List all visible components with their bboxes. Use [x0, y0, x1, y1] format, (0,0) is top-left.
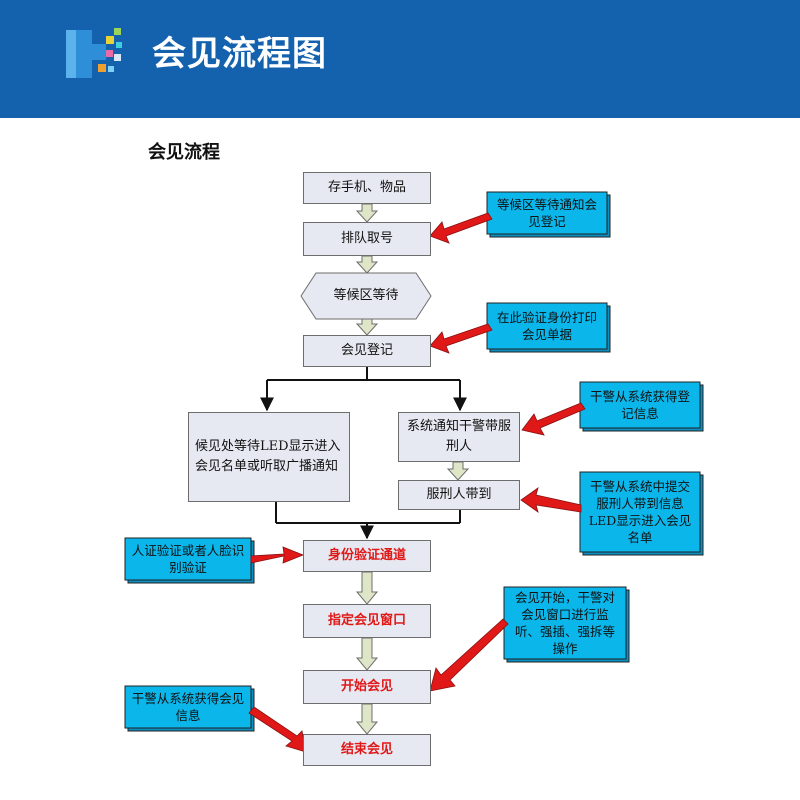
callouts [124, 191, 704, 732]
connector-arrow-1 [355, 203, 379, 223]
callout-police-register-info: 干警从系统获得登记信息 [589, 389, 690, 421]
callout-police-visit-info: 干警从系统获得会见信息 [131, 691, 245, 723]
callout-monitor: 会见开始，干警对会见窗口进行监听、强插、强拆等操作 [514, 590, 615, 656]
step-prisoner-brought: 服刑人带到 [398, 480, 520, 510]
step-notify-police: 系统通知干警带服刑人 [398, 412, 520, 462]
connector-arrow-2 [355, 255, 379, 274]
step-wait-hexagon [300, 272, 432, 320]
callout-wait-notice: 等候区等待通知会见登记 [496, 197, 597, 229]
mosaic-logo-icon [66, 28, 122, 78]
step-queue-number: 排队取号 [303, 222, 431, 256]
connector-arrow-5 [355, 571, 379, 605]
callout-police-submit: 干警从系统中提交服刑人带到信息LED显示进入会见名单 [588, 479, 692, 545]
step-store-phone: 存手机、物品 [303, 172, 431, 204]
header-bar: 会见流程图 [0, 0, 800, 118]
step-start-visit: 开始会见 [303, 670, 431, 704]
red-arrow-6 [429, 618, 509, 692]
step-wait-label: 等候区等待 [333, 288, 399, 303]
connector-arrow-3 [355, 317, 379, 336]
red-arrow-5 [250, 546, 305, 564]
callout-face-verify: 人证验证或者人脸识别验证 [131, 543, 245, 575]
red-arrow-7 [248, 706, 307, 753]
section-title: 会见流程 [148, 142, 220, 163]
step-end-visit: 结束会见 [303, 734, 431, 766]
page-title: 会见流程图 [152, 34, 327, 74]
red-arrow-1 [429, 212, 493, 244]
connector-arrow-4 [446, 461, 470, 481]
step-led-wait: 候见处等待LED显示进入会见名单或听取广播通知 [188, 412, 350, 502]
callout-verify-print: 在此验证身份打印会见单据 [496, 310, 597, 342]
step-identity-verify: 身份验证通道 [303, 540, 431, 572]
red-arrow-4 [520, 487, 582, 513]
step-register: 会见登记 [303, 335, 431, 367]
step-assign-window: 指定会见窗口 [303, 604, 431, 638]
red-arrow-2 [429, 323, 493, 354]
connector-arrow-7 [355, 703, 379, 735]
red-pointer-arrows [248, 212, 586, 753]
connector-arrow-6 [355, 637, 379, 671]
red-arrow-3 [521, 402, 586, 436]
